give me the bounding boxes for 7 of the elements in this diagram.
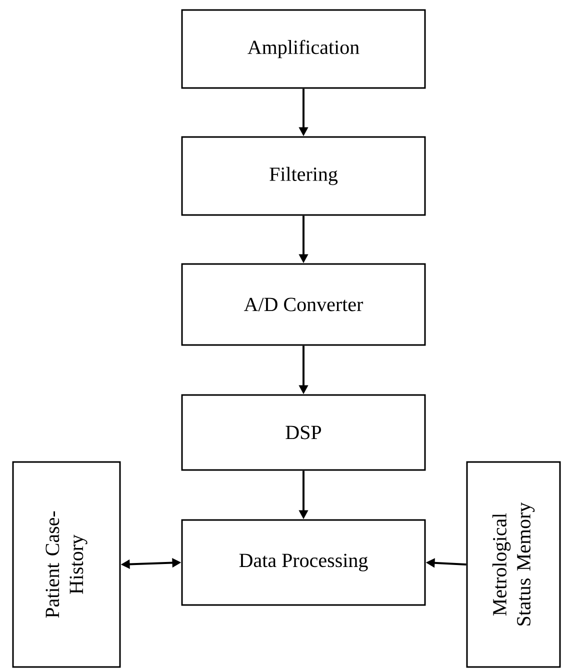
process-box: A/D Converter	[181, 263, 426, 346]
process-box: Data Processing	[181, 519, 426, 606]
process-box: Filtering	[181, 136, 426, 216]
process-box: Amplification	[181, 9, 426, 89]
process-box: Metrological Status Memory	[466, 461, 561, 668]
process-box: Patient Case-History	[12, 461, 121, 668]
process-box: DSP	[181, 394, 426, 471]
